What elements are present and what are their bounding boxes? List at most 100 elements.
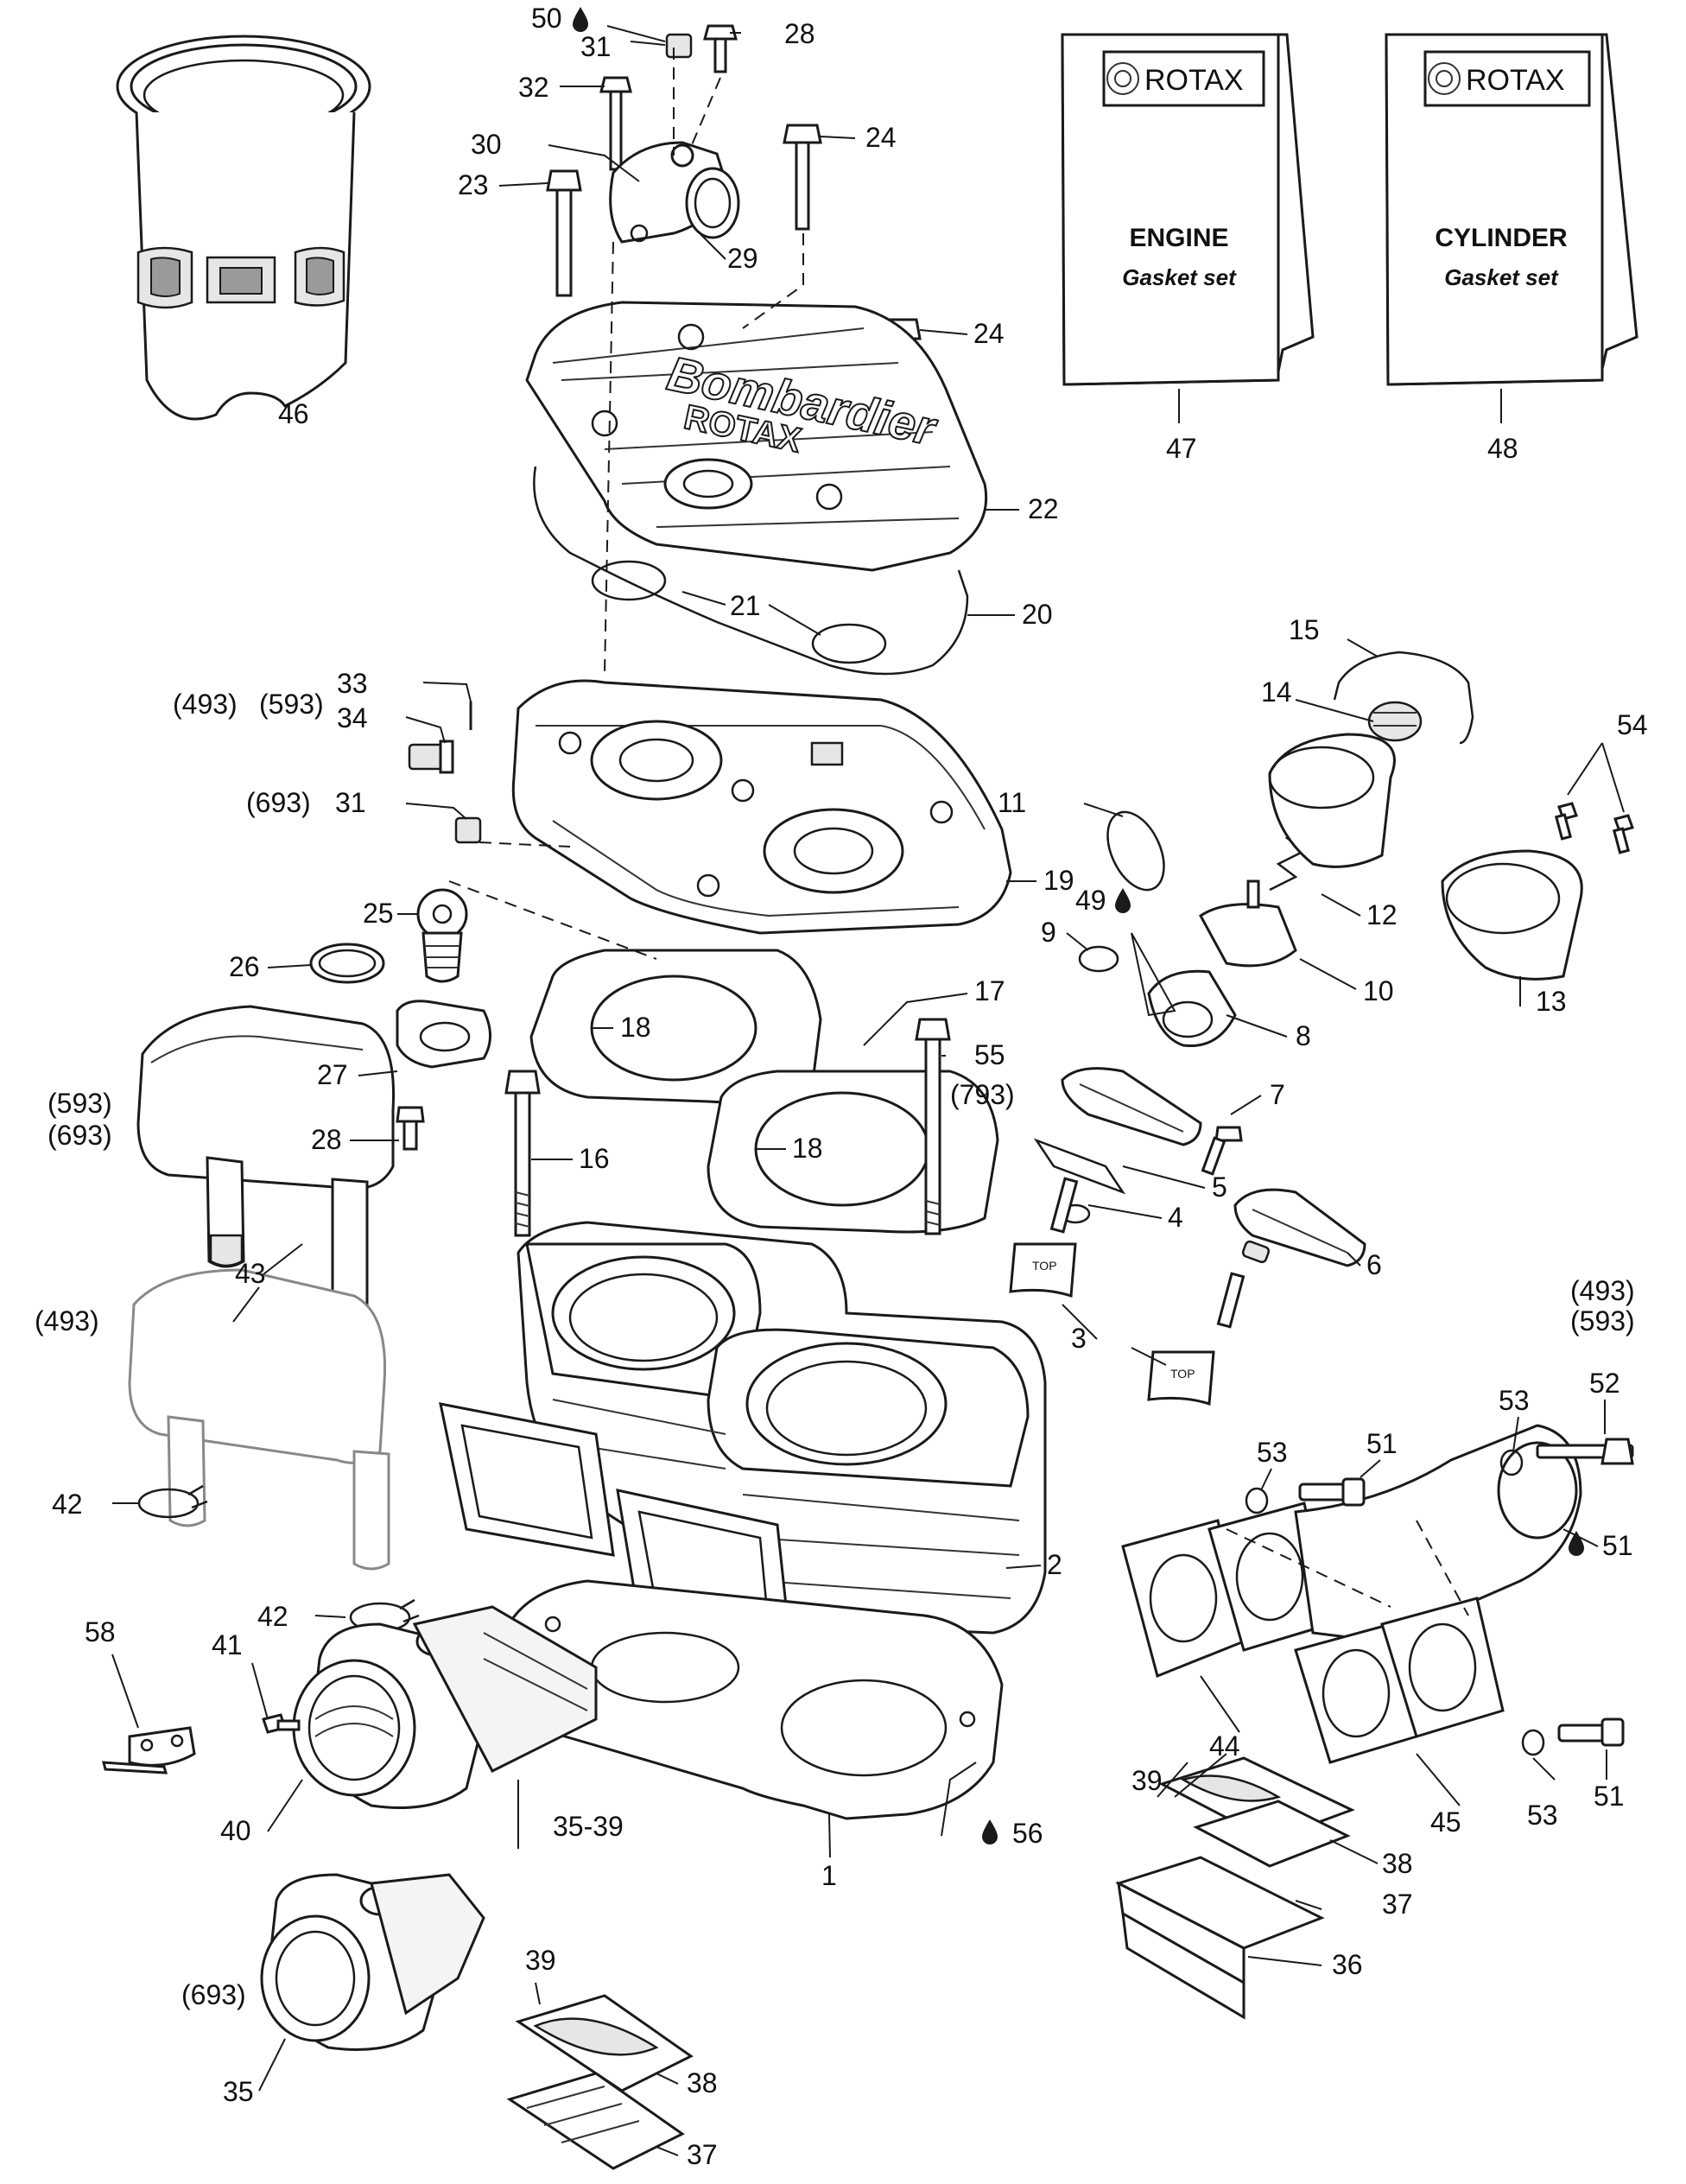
callout-19: 19 — [1043, 865, 1074, 896]
callout-693: (693) — [181, 1979, 246, 2010]
valve-marking-b: TOP — [1170, 1367, 1195, 1381]
exhaust-manifold-44 — [1121, 1424, 1582, 1764]
callout-54: 54 — [1617, 709, 1648, 740]
callout-29: 29 — [727, 243, 758, 274]
callout-30: 30 — [471, 129, 502, 160]
callout-42: 42 — [52, 1489, 83, 1520]
callout-593: (593) — [1570, 1305, 1635, 1336]
callout-56: 56 — [1012, 1818, 1043, 1849]
cylinder-sleeve-46 — [116, 35, 371, 421]
callout-43: 43 — [235, 1258, 266, 1289]
callout-50: 50 — [531, 3, 562, 34]
callout-27: 27 — [317, 1059, 348, 1090]
callout-12: 12 — [1366, 899, 1398, 930]
cylinder-block-2 — [517, 1221, 1047, 1635]
callout-46: 46 — [278, 398, 309, 429]
engine-gasket-set-booklet: ROTAX ENGINE Gasket set — [1061, 33, 1315, 386]
drop-icon — [982, 1819, 998, 1844]
callout-11: 11 — [998, 787, 1026, 818]
callout-24: 24 — [973, 318, 1005, 349]
callout-21: 21 — [730, 590, 761, 621]
callout-55: 55 — [974, 1039, 1005, 1070]
callout-18: 18 — [620, 1012, 651, 1043]
callout-labels: 50 31 28 32 24 30 23 29 24 46 47 48 22 2… — [35, 3, 1648, 2170]
callout-37: 37 — [687, 2139, 718, 2170]
callout-493: (493) — [35, 1305, 99, 1336]
bracket-58 — [102, 1726, 196, 1774]
callout-20: 20 — [1022, 599, 1053, 630]
carb-flange-40 — [262, 1605, 598, 1809]
callout-793: (793) — [950, 1079, 1015, 1110]
callout-5: 5 — [1212, 1171, 1227, 1203]
callout-24: 24 — [865, 122, 897, 153]
callout-53: 53 — [1257, 1437, 1288, 1468]
callout-493: (493) — [173, 689, 238, 720]
reed-valve-693 — [506, 1994, 694, 2170]
water-outlet-29 — [609, 141, 740, 244]
exhaust-manifold-493 — [128, 1268, 390, 1571]
drop-icon — [1115, 888, 1131, 913]
callout-693: (693) — [246, 787, 311, 818]
callout-49: 49 — [1075, 885, 1106, 916]
callout-3: 3 — [1071, 1323, 1087, 1354]
callout-28: 28 — [311, 1124, 342, 1155]
callout-593: (593) — [259, 689, 324, 720]
callout-15: 15 — [1289, 614, 1320, 645]
callout-25: 25 — [363, 898, 394, 929]
head-cover-gasket-20 — [533, 466, 969, 676]
callout-6: 6 — [1366, 1249, 1382, 1280]
callout-13: 13 — [1536, 986, 1567, 1017]
callout-16: 16 — [579, 1143, 610, 1174]
callout-593: (593) — [48, 1088, 112, 1119]
callout-58: 58 — [85, 1616, 116, 1648]
callout-8: 8 — [1296, 1020, 1311, 1051]
callout-38: 38 — [1382, 1848, 1413, 1879]
callout-33: 33 — [337, 668, 368, 699]
callout-39: 39 — [525, 1945, 556, 1976]
leader-lines — [111, 25, 1625, 2156]
booklet-brand-47: ROTAX — [1144, 64, 1244, 97]
drop-icon — [1569, 1531, 1584, 1556]
callout-35-39: 35-39 — [553, 1811, 624, 1842]
callout-9: 9 — [1041, 917, 1056, 948]
callout-44: 44 — [1209, 1730, 1240, 1762]
callout-4: 4 — [1168, 1202, 1183, 1233]
booklet-title-48: CYLINDER — [1435, 224, 1568, 252]
callout-51: 51 — [1602, 1530, 1633, 1561]
o-ring-21a — [591, 560, 667, 601]
o-ring-21b — [811, 623, 887, 664]
callout-22: 22 — [1028, 493, 1059, 524]
cylinder-gasket-set-booklet: ROTAX CYLINDER Gasket set — [1385, 33, 1638, 386]
callout-47: 47 — [1166, 433, 1197, 464]
callout-35: 35 — [223, 2076, 254, 2107]
alignment-lines — [448, 48, 1469, 1616]
callout-14: 14 — [1261, 676, 1292, 708]
callout-31: 31 — [335, 787, 366, 818]
callout-493: (493) — [1570, 1275, 1635, 1306]
thermostat-group — [309, 888, 491, 1151]
callout-41: 41 — [212, 1629, 243, 1660]
callout-34: 34 — [337, 702, 368, 733]
callout-17: 17 — [974, 975, 1005, 1006]
booklet-subtitle-48: Gasket set — [1444, 264, 1559, 290]
callout-37: 37 — [1382, 1889, 1413, 1920]
reed-valve-36 — [1115, 1756, 1355, 2020]
rotary-valve-group — [1078, 651, 1583, 1048]
valve-marking-a: TOP — [1032, 1259, 1057, 1273]
callout-693: (693) — [48, 1120, 112, 1151]
booklet-brand-48: ROTAX — [1466, 64, 1565, 97]
cylinder-head-19 — [511, 679, 1012, 935]
callout-53: 53 — [1527, 1800, 1558, 1831]
callout-36: 36 — [1332, 1949, 1363, 1980]
booklet-subtitle-47: Gasket set — [1122, 264, 1237, 290]
callout-10: 10 — [1363, 975, 1394, 1006]
callout-28: 28 — [784, 18, 815, 49]
callout-23: 23 — [458, 169, 489, 200]
booklet-title-47: ENGINE — [1129, 224, 1228, 252]
callout-53: 53 — [1499, 1385, 1530, 1416]
carb-flange-35 — [260, 1873, 485, 2051]
callout-2: 2 — [1047, 1549, 1062, 1580]
manifold-fasteners — [1245, 802, 1634, 1756]
cylinder-head-cover-22: Bombardier ROTAX — [525, 301, 988, 572]
